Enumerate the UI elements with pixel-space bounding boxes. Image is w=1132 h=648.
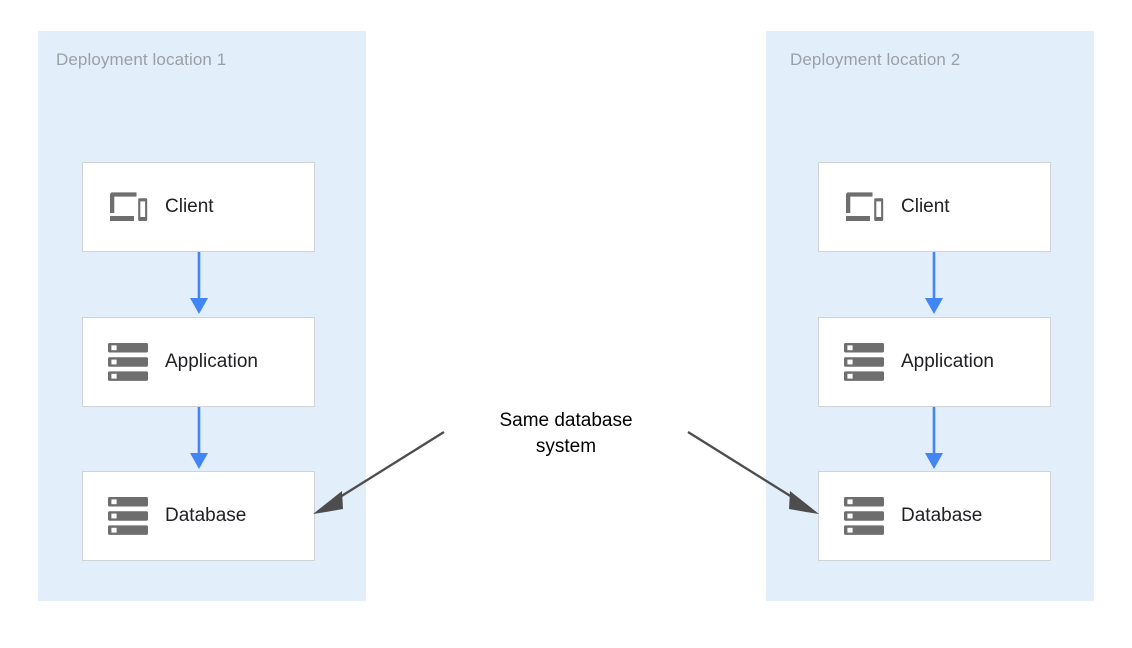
zone-2-label: Deployment location 2 xyxy=(790,50,961,69)
node-application-1[interactable]: Application xyxy=(82,317,315,407)
node-database-1[interactable]: Database xyxy=(82,471,315,561)
zone-1-label: Deployment location 1 xyxy=(56,50,227,69)
node-application-2[interactable]: Application xyxy=(818,317,1051,407)
devices-icon xyxy=(835,183,893,231)
node-database-1-label: Database xyxy=(165,505,247,526)
node-application-2-label: Application xyxy=(901,351,994,372)
node-client-2[interactable]: Client xyxy=(818,162,1051,252)
node-client-1-label: Client xyxy=(165,196,214,217)
server-icon xyxy=(835,338,893,386)
node-database-2-label: Database xyxy=(901,505,983,526)
devices-icon xyxy=(99,183,157,231)
server-icon xyxy=(99,338,157,386)
node-client-1[interactable]: Client xyxy=(82,162,315,252)
server-icon xyxy=(99,492,157,540)
server-icon xyxy=(835,492,893,540)
annotation-label-same-database-system: Same database system xyxy=(499,410,633,457)
node-client-2-label: Client xyxy=(901,196,950,217)
node-database-2[interactable]: Database xyxy=(818,471,1051,561)
node-application-1-label: Application xyxy=(165,351,258,372)
